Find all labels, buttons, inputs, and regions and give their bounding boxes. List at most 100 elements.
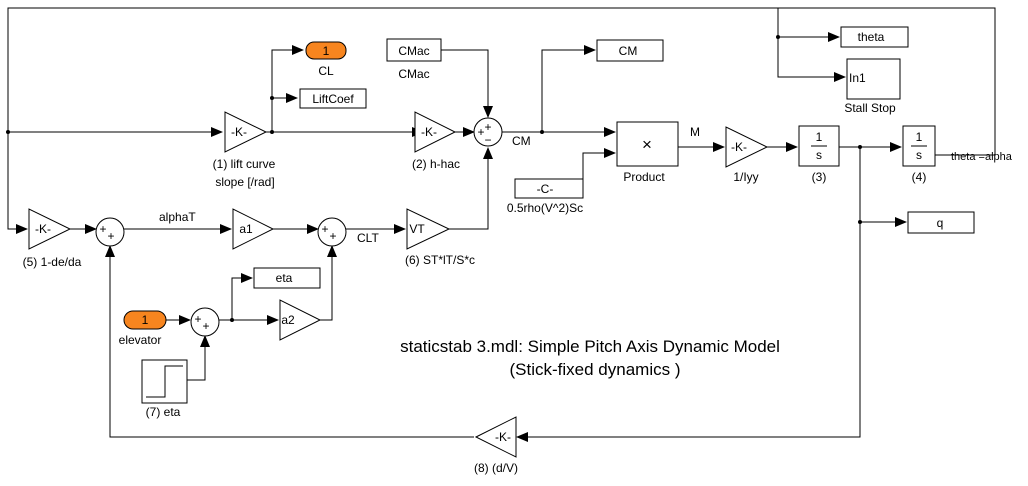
constant-c-label: 0.5rho(V^2)Sc xyxy=(507,201,583,215)
goto-theta-text: theta xyxy=(858,30,885,44)
goto-q[interactable]: q xyxy=(907,211,975,234)
sum-alpha-plus-left: + xyxy=(99,222,106,236)
gain-a2[interactable]: a2 xyxy=(279,299,322,341)
outport-cl-label: CL xyxy=(318,64,334,78)
gain-iyy-text: -K- xyxy=(731,140,747,154)
gain-a1-text: a1 xyxy=(239,222,253,236)
int3-denominator: s xyxy=(816,148,822,162)
inport-elevator-number: 1 xyxy=(142,313,149,327)
signal-label-clt: CLT xyxy=(357,231,379,245)
theta-to-goto-line xyxy=(777,8,840,42)
cmac-text: CMac xyxy=(398,44,429,58)
model-title-line1: staticstab 3.mdl: Simple Pitch Axis Dyna… xyxy=(400,337,780,356)
goto-cm-text: CM xyxy=(619,44,638,58)
subsystem-inport-label: In1 xyxy=(849,71,866,85)
constant-c-text: -C- xyxy=(537,182,554,196)
signal-label-alphat: alphaT xyxy=(159,210,196,224)
product-label: Product xyxy=(623,170,665,184)
gain-vt-label: (6) ST*lT/S*c xyxy=(405,253,475,267)
outport-cl[interactable]: 1 CL xyxy=(305,41,347,78)
gain8-to-sumalpha-line xyxy=(105,245,474,438)
gain-d-over-v[interactable]: -K- (8) (d/V) xyxy=(474,416,518,475)
sum-cm-minus: − xyxy=(484,133,491,147)
vt-to-sumcm-line xyxy=(449,147,493,230)
step-icon xyxy=(146,365,183,398)
signal-label-m: M xyxy=(690,125,700,139)
signal-label-cm: CM xyxy=(512,134,531,148)
int3-numerator: 1 xyxy=(816,130,823,144)
gain1-label2: slope [/rad] xyxy=(215,175,274,189)
gain1-text: -K- xyxy=(231,125,247,139)
cmac-to-sumcm-line xyxy=(441,49,493,118)
int4-numerator: 1 xyxy=(916,130,923,144)
subsystem-stall-stop[interactable]: In1 Stall Stop xyxy=(844,58,901,115)
gain5-text: -K- xyxy=(35,222,51,236)
step-to-sumeta-line xyxy=(187,335,210,381)
step-label: (7) eta xyxy=(146,405,181,419)
goto-liftcoef-text: LiftCoef xyxy=(312,92,354,106)
product-symbol: × xyxy=(642,135,652,154)
sum-eta[interactable]: + + xyxy=(190,307,220,337)
gain5-label: (5) 1-de/da xyxy=(23,255,82,269)
int4-label: (4) xyxy=(912,170,927,184)
int4-denominator: s xyxy=(916,148,922,162)
sum-alpha-t[interactable]: + + xyxy=(95,217,125,247)
sum-cm-plus-left: + xyxy=(477,125,484,139)
inport-elevator-label: elevator xyxy=(119,333,162,347)
branch-points xyxy=(6,35,862,322)
gain-vt[interactable]: VT (6) ST*lT/S*c xyxy=(405,208,475,267)
sum-cm[interactable]: + + − xyxy=(473,117,503,147)
sum-eta-plus-left: + xyxy=(194,312,201,326)
gain-1-de-da[interactable]: -K- (5) 1-de/da xyxy=(23,208,82,269)
model-title-annotation: staticstab 3.mdl: Simple Pitch Axis Dyna… xyxy=(400,337,780,379)
theta-feedback-line xyxy=(7,7,996,156)
product-block[interactable]: × Product xyxy=(616,121,679,184)
sum-eta-plus-bottom: + xyxy=(202,319,209,333)
sum-clt-plus-bottom: + xyxy=(329,229,336,243)
q-to-goto-line xyxy=(859,147,907,227)
gain-lift-curve-slope[interactable]: -K- (1) lift curve slope [/rad] xyxy=(213,111,276,189)
step-eta-block[interactable]: (7) eta xyxy=(141,359,188,419)
gain8-label: (8) (d/V) xyxy=(474,461,518,475)
sumeta-to-eta-line xyxy=(231,273,253,320)
goto-eta[interactable]: eta xyxy=(253,267,321,289)
theta-to-stallstop-line xyxy=(777,37,846,82)
signal-label-theta-alpha: theta =alpha xyxy=(951,151,1013,163)
gain8-text: -K- xyxy=(495,430,511,444)
inport-elevator[interactable]: 1 elevator xyxy=(119,310,167,347)
sum-clt[interactable]: + + xyxy=(317,217,347,247)
gain-a1[interactable]: a1 xyxy=(232,208,275,250)
constant-cmac[interactable]: CMac CMac xyxy=(386,38,442,81)
a2-to-sumclt-line xyxy=(320,245,337,321)
sum-cm-plus-top: + xyxy=(484,120,491,134)
sum-clt-plus-left: + xyxy=(321,222,328,236)
constant-c[interactable]: -C- 0.5rho(V^2)Sc xyxy=(507,178,584,215)
goto-theta[interactable]: theta xyxy=(840,26,909,48)
model-title-line2: (Stick-fixed dynamics ) xyxy=(510,360,681,379)
int3-label: (3) xyxy=(812,170,827,184)
gain1-to-cl-line xyxy=(271,45,304,132)
signal-lines xyxy=(7,7,996,442)
alpha-to-gain5-line xyxy=(7,132,28,234)
goto-q-text: q xyxy=(937,216,944,230)
outport-cl-number: 1 xyxy=(323,44,330,58)
integrator-3[interactable]: 1 s (3) xyxy=(798,125,840,184)
integrator-4[interactable]: 1 s (4) xyxy=(902,125,936,184)
sum-alpha-plus-bottom: + xyxy=(107,229,114,243)
gain-a2-text: a2 xyxy=(281,313,295,327)
cm-to-goto-line xyxy=(541,45,596,132)
gain1-label1: (1) lift curve xyxy=(213,157,276,171)
q-to-gain8-line xyxy=(516,222,861,442)
gain-h-hac[interactable]: -K- (2) h-hac xyxy=(412,111,460,171)
gain-iyy-label: 1/Iyy xyxy=(733,170,758,184)
const-to-product-line xyxy=(582,148,616,188)
gain-inverse-iyy[interactable]: -K- 1/Iyy xyxy=(725,126,769,184)
goto-eta-text: eta xyxy=(276,271,293,285)
gain2-text: -K- xyxy=(421,125,437,139)
goto-cm[interactable]: CM xyxy=(596,39,664,62)
subsystem-label: Stall Stop xyxy=(844,101,896,115)
goto-liftcoef[interactable]: LiftCoef xyxy=(299,88,367,109)
cmac-label: CMac xyxy=(398,67,429,81)
gain-vt-text: VT xyxy=(409,222,425,236)
